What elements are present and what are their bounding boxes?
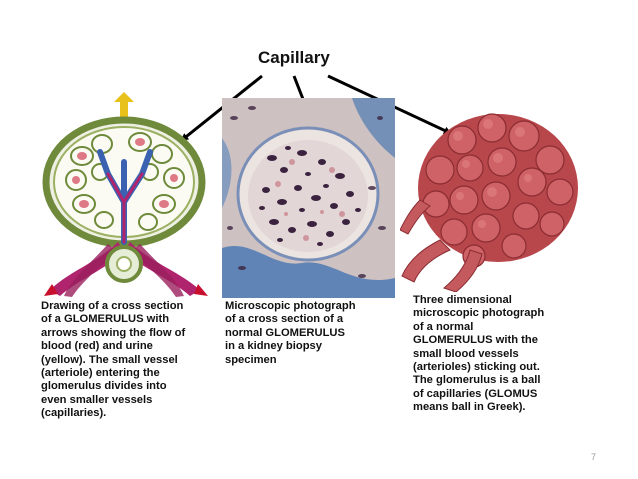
three-d-photo xyxy=(400,113,578,292)
caption-line: specimen xyxy=(225,353,277,366)
caption-line: even smaller vessels xyxy=(41,393,153,406)
caption-line: microscopic photograph xyxy=(413,307,545,320)
caption-line: (yellow). The small vessel xyxy=(41,353,178,366)
caption-line: glomerulus divides into xyxy=(41,380,167,393)
caption-line: in a kidney biopsy xyxy=(225,340,322,353)
microscopic-caption: Microscopic photograph of a cross sectio… xyxy=(225,300,356,367)
glomerulus-drawing xyxy=(42,92,208,297)
microscopic-photo xyxy=(222,98,395,298)
caption-line: normal GLOMERULUS xyxy=(225,326,345,339)
drawing-caption: Drawing of a cross section of a GLOMERUL… xyxy=(41,300,185,421)
caption-line: Microscopic photograph xyxy=(225,300,356,312)
caption-line: of a cross section of a xyxy=(225,313,344,326)
caption-line: of a normal xyxy=(413,320,474,333)
caption-line: (arterioles) sticking out. xyxy=(413,361,540,374)
caption-line: GLOMERULUS with the xyxy=(413,334,538,347)
caption-line: Three dimensional xyxy=(413,294,512,306)
caption-line: of a GLOMERULUS with xyxy=(41,313,170,326)
caption-line: arrows showing the flow of xyxy=(41,326,186,339)
caption-line: (capillaries). xyxy=(41,407,107,420)
three-d-caption: Three dimensional microscopic photograph… xyxy=(413,294,544,415)
caption-line: of capillaries (GLOMUS xyxy=(413,387,538,400)
caption-line: small blood vessels xyxy=(413,347,519,360)
caption-line: Drawing of a cross section xyxy=(41,300,184,312)
page-number: 7 xyxy=(591,452,597,462)
caption-line: (arteriole) entering the xyxy=(41,367,160,380)
capillary-title: Capillary xyxy=(258,48,330,67)
caption-line: The glomerulus is a ball xyxy=(413,374,541,387)
caption-line: means ball in Greek). xyxy=(413,401,526,414)
caption-line: blood (red) and urine xyxy=(41,340,153,353)
